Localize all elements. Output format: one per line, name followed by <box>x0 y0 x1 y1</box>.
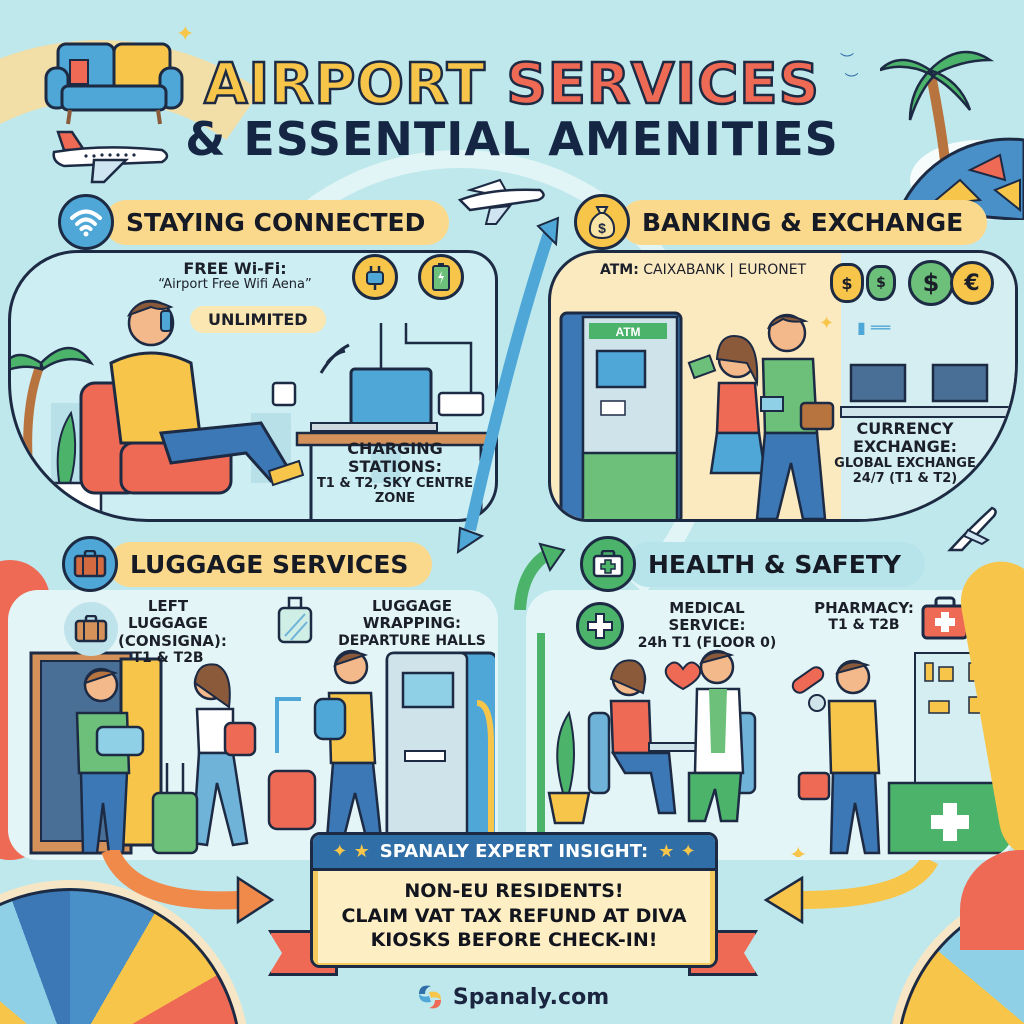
insight-line: NON-EU RESIDENTS! <box>404 880 624 902</box>
svg-text:ATM: ATM <box>615 325 640 339</box>
svg-text:$: $ <box>598 220 606 236</box>
pharmacy-locations: T1 & T2B <box>828 617 900 634</box>
money-bag-dollar-icon: $ <box>830 263 864 303</box>
medical-service-details: 24h T1 (FLOOR 0) <box>637 634 777 651</box>
insight-heading: SPANALY EXPERT INSIGHT: <box>379 841 649 862</box>
health-illustration <box>547 649 1013 855</box>
birds-icon: ︶ ︶ <box>840 53 859 89</box>
charging-label: CHARGING STATIONS: <box>347 439 443 477</box>
section-title: LUGGAGE SERVICES <box>108 541 433 587</box>
medical-service-info: MEDICAL SERVICE: 24h T1 (FLOOR 0) <box>632 599 782 651</box>
star-icon: ★ ✦ <box>658 841 696 862</box>
dollar-coin-icon: $ <box>908 260 954 306</box>
luggage-wrapping-info: LUGGAGE WRAPPING: DEPARTURE HALLS <box>322 597 502 649</box>
wifi-icon <box>58 194 114 250</box>
left-luggage-info: LEFT LUGGAGE (CONSIGNA): T1 & T2B <box>118 597 227 666</box>
title-airport: AIRPORT <box>203 51 486 119</box>
currency-exchange-info: CURRENCY EXCHANGE: GLOBAL EXCHANGE 24/7 … <box>820 419 990 487</box>
section-banking-exchange: ATM ▮ ══ ✦ <box>548 250 1018 522</box>
orange-arrow-right <box>101 850 275 925</box>
title-services: SERVICES <box>505 51 820 119</box>
yellow-arrow-left <box>763 860 939 925</box>
star-icon: ✦ ★ <box>332 841 370 862</box>
page-title-line2: & ESSENTIAL AMENITIES <box>185 112 839 166</box>
luggage-illustration <box>29 649 495 855</box>
section-header-banking: $ BANKING & EXCHANGE <box>574 194 988 250</box>
section-staying-connected <box>8 250 498 522</box>
medical-service-label: MEDICAL SERVICE: <box>668 599 746 635</box>
sparkle-icon: ✦ <box>819 313 835 334</box>
charging-info: CHARGING STATIONS: T1 & T2, SKY CENTRE Z… <box>300 439 490 507</box>
footer: Spanaly.com <box>0 982 1024 1012</box>
spanaly-logo-icon <box>418 985 441 1009</box>
section-title: STAYING CONNECTED <box>104 199 450 245</box>
decor-red-shape <box>960 850 1024 950</box>
plug-icon <box>352 254 398 300</box>
section-header-luggage: LUGGAGE SERVICES <box>62 536 433 592</box>
wifi-network-name: “Airport Free Wifi Aena” <box>158 277 312 293</box>
airplane-icon <box>947 506 997 552</box>
page-title-line1: AIRPORT SERVICES <box>0 51 1024 119</box>
insight-header: ✦ ★ SPANALY EXPERT INSIGHT: ★ ✦ <box>313 835 715 871</box>
charging-locations: T1 & T2, SKY CENTRE ZONE <box>316 475 474 506</box>
section-title: HEALTH & SAFETY <box>626 541 925 587</box>
pharmacy-label: PHARMACY: <box>814 599 914 617</box>
luggage-wrapping-location: DEPARTURE HALLS <box>338 632 486 649</box>
airplane-icon <box>52 130 169 184</box>
section-title: BANKING & EXCHANGE <box>620 199 988 245</box>
sparkle-icon: ✦ <box>176 22 195 47</box>
palm-tree-icon <box>880 50 1024 220</box>
atm-info: ATM: CAIXABANK | EURONET <box>600 262 806 278</box>
atm-providers: CAIXABANK | EURONET <box>643 262 807 278</box>
section-header-connected: STAYING CONNECTED <box>58 194 450 250</box>
sofa-icon <box>44 42 184 125</box>
lounge-illustration <box>11 299 491 519</box>
suitcase-icon <box>64 602 118 656</box>
currency-exchange-label: CURRENCY EXCHANGE: <box>852 419 958 457</box>
medical-cross-icon <box>576 602 624 650</box>
sparkle-icon: ✦ <box>789 843 808 860</box>
flow-arrows <box>456 178 566 610</box>
left-luggage-label: LEFT LUGGAGE (CONSIGNA): <box>118 597 227 650</box>
insight-line: KIOSKS BEFORE CHECK-IN! <box>370 929 658 952</box>
wifi-label: FREE Wi-Fi: <box>183 259 287 278</box>
wifi-info: FREE Wi-Fi: “Airport Free Wifi Aena” <box>120 259 350 293</box>
decor-green-bar <box>537 633 545 857</box>
battery-icon <box>418 254 464 300</box>
first-aid-kit-icon <box>580 536 636 592</box>
euro-coin-icon: € <box>950 261 994 305</box>
pharmacy-info: PHARMACY: T1 & T2B <box>814 599 914 634</box>
insight-body: NON-EU RESIDENTS! CLAIM VAT TAX REFUND A… <box>313 871 715 965</box>
footer-brand[interactable]: Spanaly.com <box>452 984 610 1010</box>
wrapped-luggage-icon <box>275 596 315 650</box>
banking-illustration: ATM ▮ ══ <box>559 311 1015 519</box>
currency-hours: 24/7 (T1 & T2) <box>852 470 958 486</box>
svg-text:▮ ══: ▮ ══ <box>857 318 891 337</box>
left-luggage-locations: T1 & T2B <box>132 649 204 666</box>
insight-line: CLAIM VAT TAX REFUND AT DIVA <box>341 904 687 927</box>
unlimited-badge: UNLIMITED <box>190 306 326 333</box>
money-bag-icon: $ <box>574 194 630 250</box>
currency-provider: GLOBAL EXCHANGE <box>834 455 976 471</box>
luggage-wrapping-label: LUGGAGE WRAPPING: <box>362 597 462 633</box>
expert-insight-banner: ✦ ★ SPANALY EXPERT INSIGHT: ★ ✦ NON-EU R… <box>310 832 718 968</box>
money-bag-dollar-icon: $ <box>866 265 896 301</box>
atm-label: ATM: <box>600 262 639 278</box>
suitcase-icon <box>62 536 118 592</box>
currency-icons: $ $ $ € <box>830 260 994 306</box>
section-header-health: HEALTH & SAFETY <box>580 536 925 592</box>
